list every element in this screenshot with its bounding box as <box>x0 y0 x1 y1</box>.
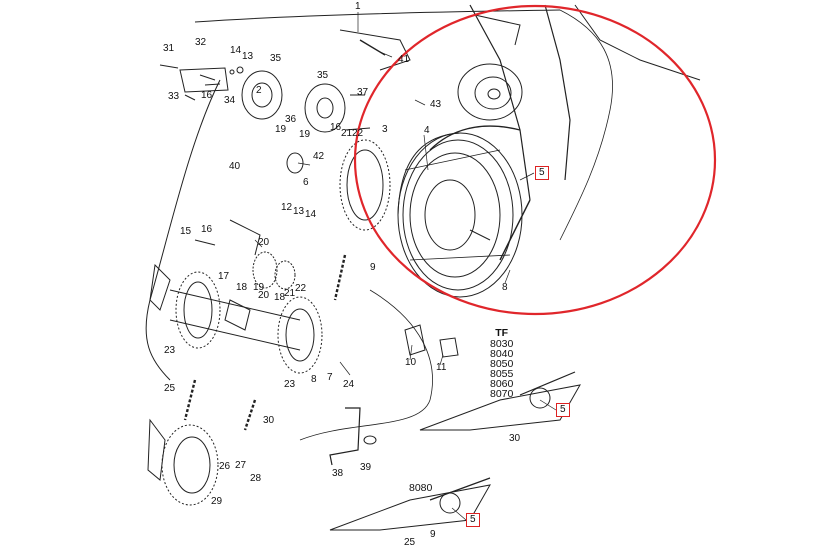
part-label-32: 32 <box>195 37 207 48</box>
part-label-19-c: 19 <box>253 282 265 293</box>
housing-outline-3 <box>299 289 433 441</box>
part-label-20: 20 <box>258 237 270 248</box>
part-label-21-b: 21 <box>284 288 296 299</box>
part-label-41: 41 <box>398 54 410 65</box>
part-label-1: 1 <box>355 1 361 12</box>
plate-lower <box>329 477 491 531</box>
part-label-37: 37 <box>357 87 369 98</box>
model-8040: 8040 <box>490 348 514 360</box>
model-list: TF 8030 8040 8050 8055 8060 8070 <box>490 327 514 400</box>
part-label-25-b: 25 <box>404 537 416 548</box>
part-label-3: 3 <box>382 124 388 135</box>
part-label-34: 34 <box>224 95 236 106</box>
upper-left-parts <box>159 29 411 174</box>
part-label-25: 25 <box>164 383 176 394</box>
bracket <box>329 407 377 466</box>
part-label-42: 42 <box>313 151 325 162</box>
part-label-7: 7 <box>327 372 333 383</box>
chain-vertical <box>183 254 347 431</box>
part-label-12: 12 <box>281 202 293 213</box>
housing-outline-2 <box>145 79 221 381</box>
part-label-13: 13 <box>242 51 254 62</box>
part-label-28: 28 <box>250 473 262 484</box>
part-label-15: 15 <box>180 226 192 237</box>
part-label-11: 11 <box>436 362 447 373</box>
part-label-4: 4 <box>424 125 430 136</box>
chain-link <box>404 324 459 358</box>
part-label-19-b: 19 <box>299 129 311 140</box>
part-label-6: 6 <box>303 177 309 188</box>
callout-5-upper-plate: 5 <box>556 403 570 417</box>
part-label-29: 29 <box>211 496 223 507</box>
part-label-35: 35 <box>270 53 282 64</box>
model-8080: 8080 <box>409 482 433 494</box>
sprocket-bottom <box>147 418 219 506</box>
part-label-43: 43 <box>430 99 442 110</box>
drive-pulley <box>397 132 523 298</box>
part-label-8-b: 8 <box>311 374 317 385</box>
model-8050: 8050 <box>490 358 514 370</box>
part-label-31: 31 <box>163 43 175 54</box>
part-label-2: 2 <box>256 85 262 96</box>
part-label-17: 17 <box>218 271 230 282</box>
leader-lines <box>254 12 557 521</box>
part-label-27: 27 <box>235 460 247 471</box>
belt-assembly <box>429 4 701 261</box>
part-label-23-b: 23 <box>284 379 296 390</box>
part-label-16-c: 16 <box>201 224 213 235</box>
part-label-22: 22 <box>352 128 364 139</box>
part-label-38: 38 <box>332 468 344 479</box>
part-label-13-b: 13 <box>293 206 305 217</box>
part-label-39: 39 <box>360 462 372 473</box>
part-label-36: 36 <box>285 114 297 125</box>
part-label-35-b: 35 <box>317 70 329 81</box>
model-8070: 8070 <box>490 388 514 400</box>
model-list-header: TF <box>495 327 509 339</box>
part-label-16: 16 <box>201 90 213 101</box>
part-label-10: 10 <box>405 357 417 368</box>
part-label-30: 30 <box>263 415 275 426</box>
part-label-23: 23 <box>164 345 176 356</box>
part-label-18-b: 18 <box>274 292 286 303</box>
part-label-9-b: 9 <box>430 529 436 540</box>
part-label-8: 8 <box>502 282 508 293</box>
part-label-20-b: 20 <box>258 290 270 301</box>
part-label-18: 18 <box>236 282 248 293</box>
part-label-14-b: 14 <box>305 209 317 220</box>
plate-upper <box>419 371 581 431</box>
model-8060: 8060 <box>490 378 514 390</box>
sprocket-top <box>339 139 391 231</box>
model-8030: 8030 <box>490 338 514 350</box>
part-label-22-b: 22 <box>295 283 307 294</box>
part-label-33: 33 <box>168 91 180 102</box>
part-label-21: 21 <box>341 128 353 139</box>
part-label-30-b: 30 <box>509 433 521 444</box>
gear-train <box>149 219 323 374</box>
housing-outline <box>194 9 561 23</box>
part-label-26: 26 <box>219 461 231 472</box>
highlight-circle <box>353 4 717 316</box>
part-label-14: 14 <box>230 45 242 56</box>
model-8055: 8055 <box>490 368 514 380</box>
part-label-16-b: 16 <box>330 122 342 133</box>
part-label-19: 19 <box>275 124 287 135</box>
part-label-24: 24 <box>343 379 355 390</box>
part-label-40: 40 <box>229 161 241 172</box>
part-label-9: 9 <box>370 262 376 273</box>
callout-5-lower-plate: 5 <box>466 513 480 527</box>
callout-5-highlight: 5 <box>535 166 549 180</box>
